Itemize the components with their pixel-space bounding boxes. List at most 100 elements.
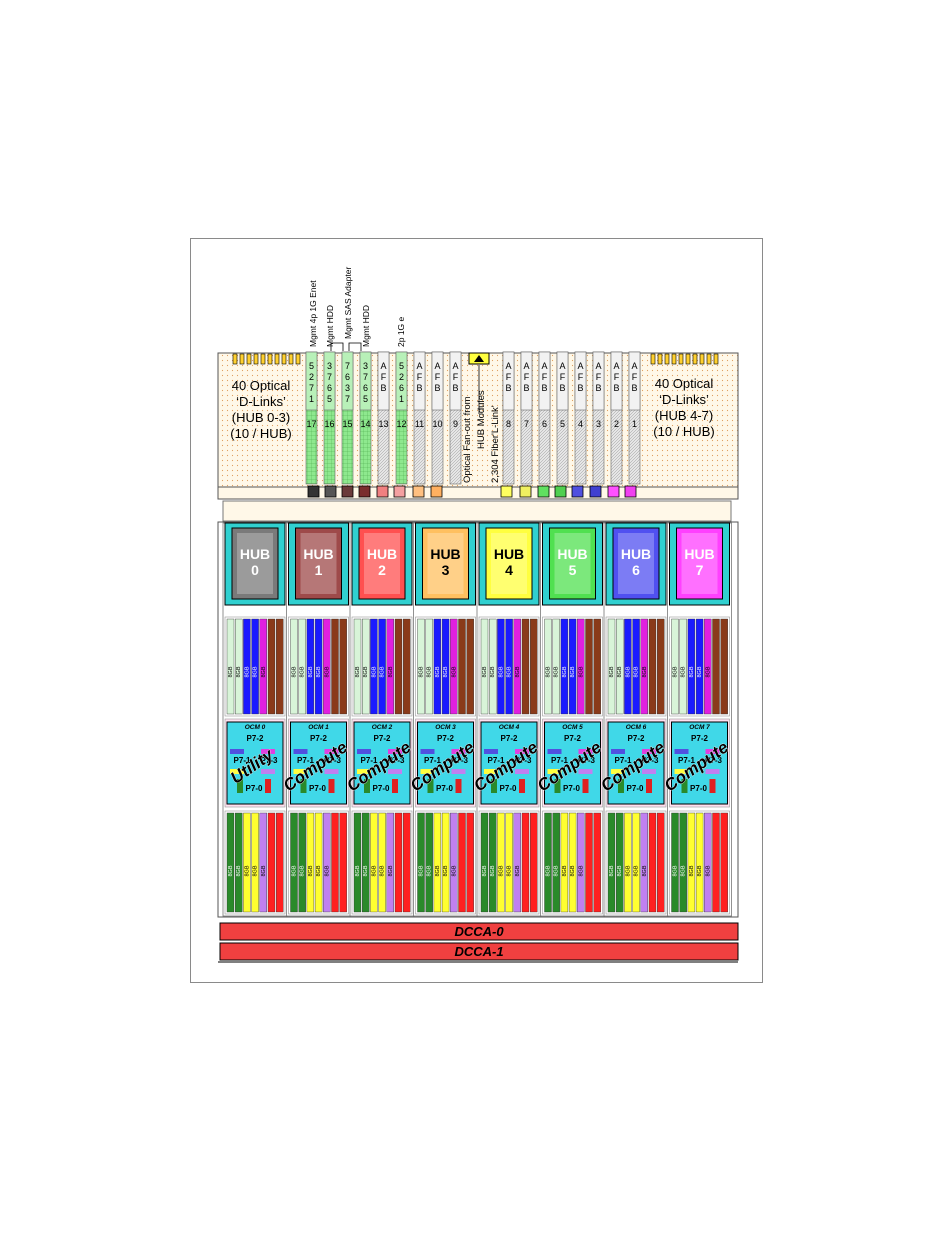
mc-block (484, 749, 498, 754)
dimm-label: 8GB (253, 865, 259, 876)
dimm (480, 618, 489, 715)
slot-code-char: B (434, 383, 440, 393)
slot-card-top (538, 351, 551, 411)
dimm (568, 812, 577, 913)
optical-connector (554, 485, 567, 498)
slot-number: 8 (506, 419, 511, 429)
dimm-label: 8GB (308, 865, 314, 876)
ocm-module (607, 721, 665, 805)
dimm-label: 8GB (451, 865, 457, 876)
dimm (251, 812, 259, 913)
ocm-chip: P7-0 (309, 784, 326, 793)
ocm-label: OCM 7 (689, 724, 710, 731)
dimm (585, 812, 593, 913)
slot-code-char: 5 (327, 394, 332, 404)
dimm (687, 618, 696, 715)
ocm-label: OCM 6 (626, 724, 647, 731)
dimm-label: 8GB (625, 865, 631, 876)
dimm (695, 812, 704, 913)
mc-block (293, 749, 308, 754)
dimm-label: 8GB (355, 666, 361, 677)
ocm-chip: P7-0 (373, 784, 390, 793)
dimm (394, 618, 403, 715)
dimm-label: 8GB (562, 865, 568, 876)
slot-code-char: F (614, 372, 620, 382)
comb-tooth (650, 353, 656, 365)
dimm-label: 8GB (570, 666, 576, 677)
optical-connector (571, 485, 584, 498)
dimm (624, 618, 632, 715)
mc-block (515, 749, 529, 754)
dimm-label: 8GB (681, 865, 687, 876)
ocm-chip: P7-2 (247, 734, 264, 743)
hub-number: 3 (442, 562, 450, 578)
dimm (648, 618, 657, 715)
dimm-label: 8GB (292, 865, 298, 876)
dimm (331, 618, 339, 715)
hub-label: HUB (430, 546, 460, 562)
slot-label-mgmt-sas: Mgmt SAS Adapter (343, 267, 353, 339)
mc-block (427, 779, 434, 793)
slot-code-char: F (381, 372, 387, 382)
slot-number: 13 (378, 419, 388, 429)
dimm (480, 812, 489, 913)
left-dlinks-line3: (HUB 0-3) (232, 410, 291, 425)
slot-code-char: 2 (399, 372, 404, 382)
dimm (687, 812, 696, 913)
dimm (259, 618, 268, 715)
dimm (323, 812, 331, 913)
dimm-label: 8GB (253, 666, 259, 677)
dimm (425, 618, 433, 715)
dimm (298, 812, 306, 913)
comb-tooth (274, 353, 280, 365)
slot-code-char: A (452, 361, 458, 371)
mc-block (455, 779, 462, 793)
dimm (306, 618, 315, 715)
mc-block (578, 769, 593, 774)
mc-block (451, 769, 466, 774)
slot-code-char: B (452, 383, 458, 393)
dimm (679, 618, 687, 715)
dimm-label: 8GB (482, 666, 488, 677)
dimm (521, 812, 530, 913)
dimm (275, 618, 284, 715)
dimm-label: 8GB (371, 666, 377, 677)
dimm-label: 8GB (451, 666, 457, 677)
hub-number: 2 (378, 562, 386, 578)
hub-label: HUB (684, 546, 714, 562)
slot-number: 14 (360, 419, 370, 429)
slot-card-top (377, 351, 390, 411)
ocm-chip: P7-1 (234, 756, 251, 765)
dimm (712, 812, 720, 913)
dimm (370, 812, 378, 913)
mc-block (705, 749, 720, 754)
dimm (560, 812, 569, 913)
ocm-chip: P7-2 (628, 734, 645, 743)
dimm-label: 8GB (697, 666, 703, 677)
hub-module-highlight (618, 533, 654, 594)
dimm-label: 8GB (482, 865, 488, 876)
dimm-label: 8GB (435, 865, 441, 876)
dimm (235, 812, 243, 913)
dimm-label: 8GB (419, 865, 425, 876)
ocm-label: OCM 1 (308, 724, 329, 731)
dimm (521, 618, 530, 715)
dimm-label: 8GB (261, 666, 267, 677)
dimm (466, 812, 474, 913)
slot-code-char: A (523, 361, 529, 371)
mc-block (611, 769, 625, 774)
dimm-label: 8GB (300, 865, 306, 876)
dimm (657, 812, 665, 913)
slot-code-char: B (595, 383, 601, 393)
slot-code-char: 6 (399, 383, 404, 393)
mc-block (237, 779, 243, 793)
comb-tooth (295, 353, 301, 365)
